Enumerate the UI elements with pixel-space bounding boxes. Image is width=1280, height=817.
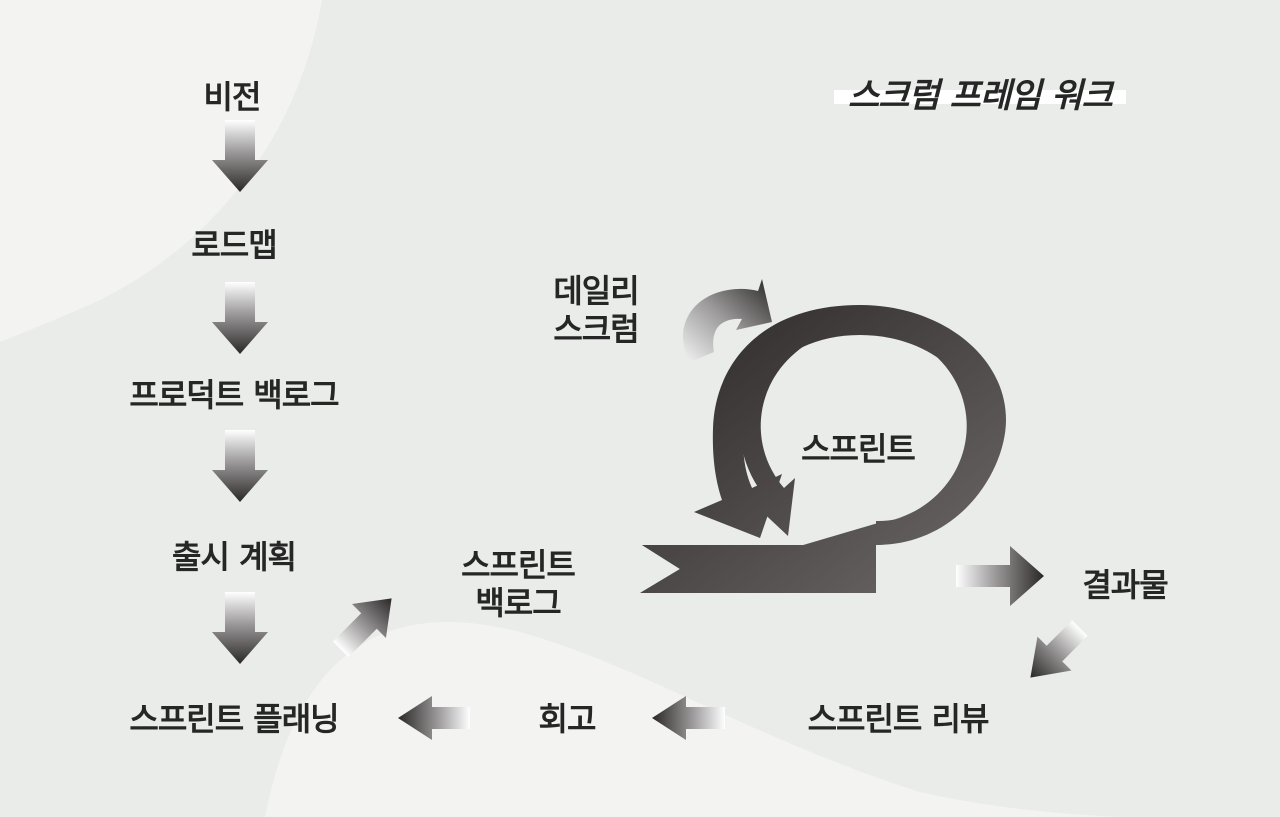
background-blob-top-left (0, 0, 322, 342)
page-title: 스크럼 프레임 워크 (834, 74, 1126, 118)
step-sprint-backlog: 스프린트 백로그 (461, 546, 576, 623)
step-daily-scrum: 데일리 스크럼 (553, 272, 639, 349)
step-sprint: 스프린트 (801, 430, 916, 468)
arrow-sprint-to-result (956, 546, 1044, 606)
sprint-cycle-arrow (640, 305, 1006, 593)
daily-scrum-arrow (682, 279, 772, 362)
step-product-backlog: 프로덕트 백로그 (129, 376, 339, 414)
arrow-vision-to-roadmap (212, 120, 268, 192)
step-release-plan: 출시 계획 (172, 538, 297, 576)
arrow-review-to-retro (652, 696, 725, 740)
arrow-release-to-planning (212, 592, 268, 664)
step-result: 결과물 (1082, 566, 1168, 604)
arrow-backlog-to-release (212, 430, 268, 502)
step-vision: 비전 (203, 78, 262, 116)
arrow-result-to-review (1030, 620, 1088, 678)
step-roadmap: 로드맵 (191, 226, 277, 264)
step-sprint-review: 스프린트 리뷰 (807, 700, 990, 738)
step-sprint-planning: 스프린트 플래닝 (129, 700, 339, 738)
arrow-roadmap-to-backlog (212, 282, 268, 354)
step-retrospective: 회고 (538, 700, 597, 738)
arrow-planning-to-sprint-backlog (332, 598, 392, 658)
arrow-retro-to-planning (398, 696, 470, 740)
